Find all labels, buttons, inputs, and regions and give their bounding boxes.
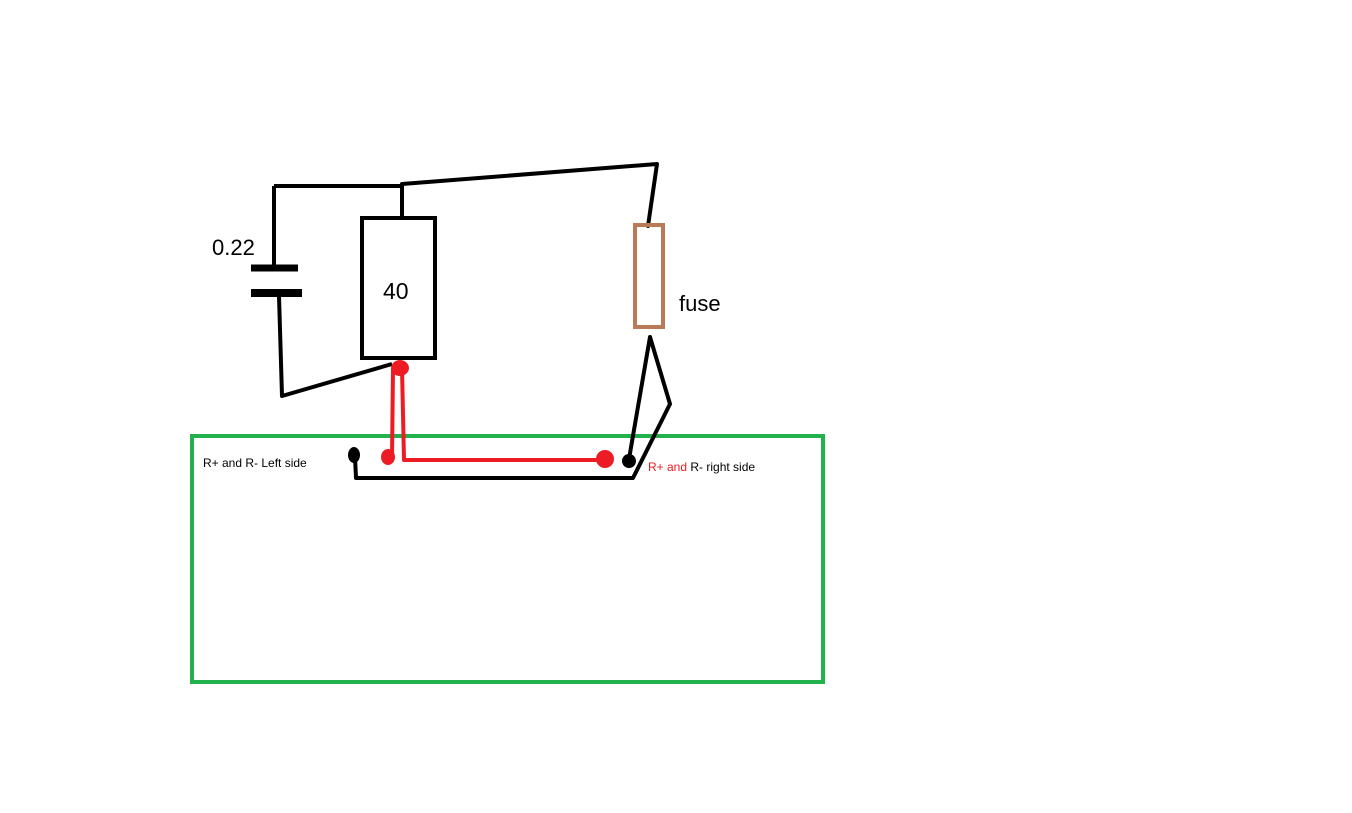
red-wire-left [390,366,400,458]
red-wire-right [400,367,604,462]
red-terminal-right [596,450,614,468]
red-terminal-top [391,360,409,376]
capacitor-lead-bottom [277,295,393,398]
resistor-body [360,216,437,360]
black-terminal-left [348,447,360,463]
board-right-label: R+ and R- right side [648,460,755,474]
resistor-value-label: 40 [383,278,409,304]
top-wire-to-fuse [400,162,659,228]
board-right-label-black: R- right side [687,460,755,474]
board-left-label: R+ and R- Left side [203,456,307,470]
board-right-label-red: R+ and [648,460,687,474]
fuse-wire-lower [627,335,652,461]
black-terminal-right [622,454,636,468]
fuse-label: fuse [679,291,721,316]
red-terminal-left [381,449,395,465]
top-wire [274,184,404,217]
fuse-body [633,223,665,329]
fuse-wire-loop [353,336,672,480]
capacitor-value-label: 0.22 [212,235,255,260]
board-outline [190,434,825,684]
